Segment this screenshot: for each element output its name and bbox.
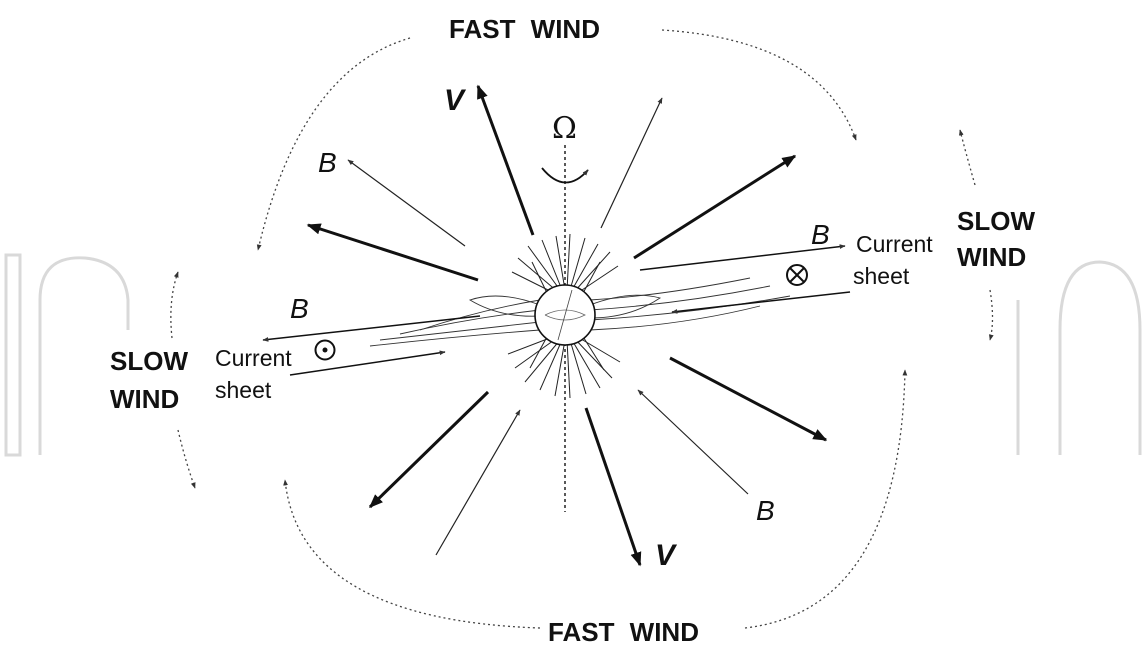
thick-arrows	[306, 84, 828, 567]
slow-wind-right-label-line2: WIND	[957, 242, 1026, 272]
current-sheet-right-upper	[639, 244, 846, 271]
current-sheet-left-upper	[262, 315, 481, 342]
watermark	[4, 253, 1142, 457]
v-label-top: V	[444, 84, 467, 117]
v-arrow-top	[476, 84, 535, 236]
field-in-symbol	[786, 264, 808, 286]
sun	[369, 233, 791, 399]
b-label-upper-left: B	[318, 147, 337, 178]
arrow-upper-left	[306, 223, 479, 282]
v-arrow-bottom	[584, 407, 642, 567]
arrow-lower-center-thin	[435, 409, 521, 556]
current-sheet-right-label-line2: sheet	[853, 263, 910, 289]
arrow-upper-right	[633, 154, 797, 260]
slow-wind-right-label-line1: SLOW	[957, 206, 1035, 236]
fast-wind-bottom-label: FAST WIND	[548, 617, 699, 645]
field-out-symbol	[314, 339, 336, 361]
slow-wind-left-label-line2: WIND	[110, 384, 179, 414]
b-arrow-upper-left	[347, 159, 466, 247]
sun-closed-loops	[369, 277, 791, 347]
current-sheet-right-label-line1: Current	[856, 231, 933, 257]
rotation-arrow	[541, 167, 589, 184]
current-sheet-left-lower	[289, 350, 446, 376]
arrow-lower-left	[368, 390, 490, 509]
omega-label: Ω	[552, 111, 577, 146]
current-sheet-right-lower	[671, 291, 851, 314]
b-arrow-lower-right	[637, 389, 749, 495]
current-sheet-lines	[262, 244, 851, 376]
current-sheet-left-label-line1: Current	[215, 345, 292, 371]
sun-field-bristles	[507, 233, 621, 399]
b-label-left: B	[290, 293, 309, 324]
fast-wind-top-label: FAST WIND	[449, 14, 600, 44]
slow-wind-left-label-line1: SLOW	[110, 346, 188, 376]
arrow-lower-right	[669, 356, 828, 442]
thin-arrows	[347, 97, 749, 556]
v-label-bottom: V	[655, 539, 678, 572]
b-label-right: B	[811, 219, 830, 250]
current-sheet-left-label-line2: sheet	[215, 377, 272, 403]
b-label-lower-right: B	[756, 495, 775, 526]
outer-flow-arcs	[170, 29, 994, 629]
arrow-upper-right-thin	[600, 97, 663, 229]
